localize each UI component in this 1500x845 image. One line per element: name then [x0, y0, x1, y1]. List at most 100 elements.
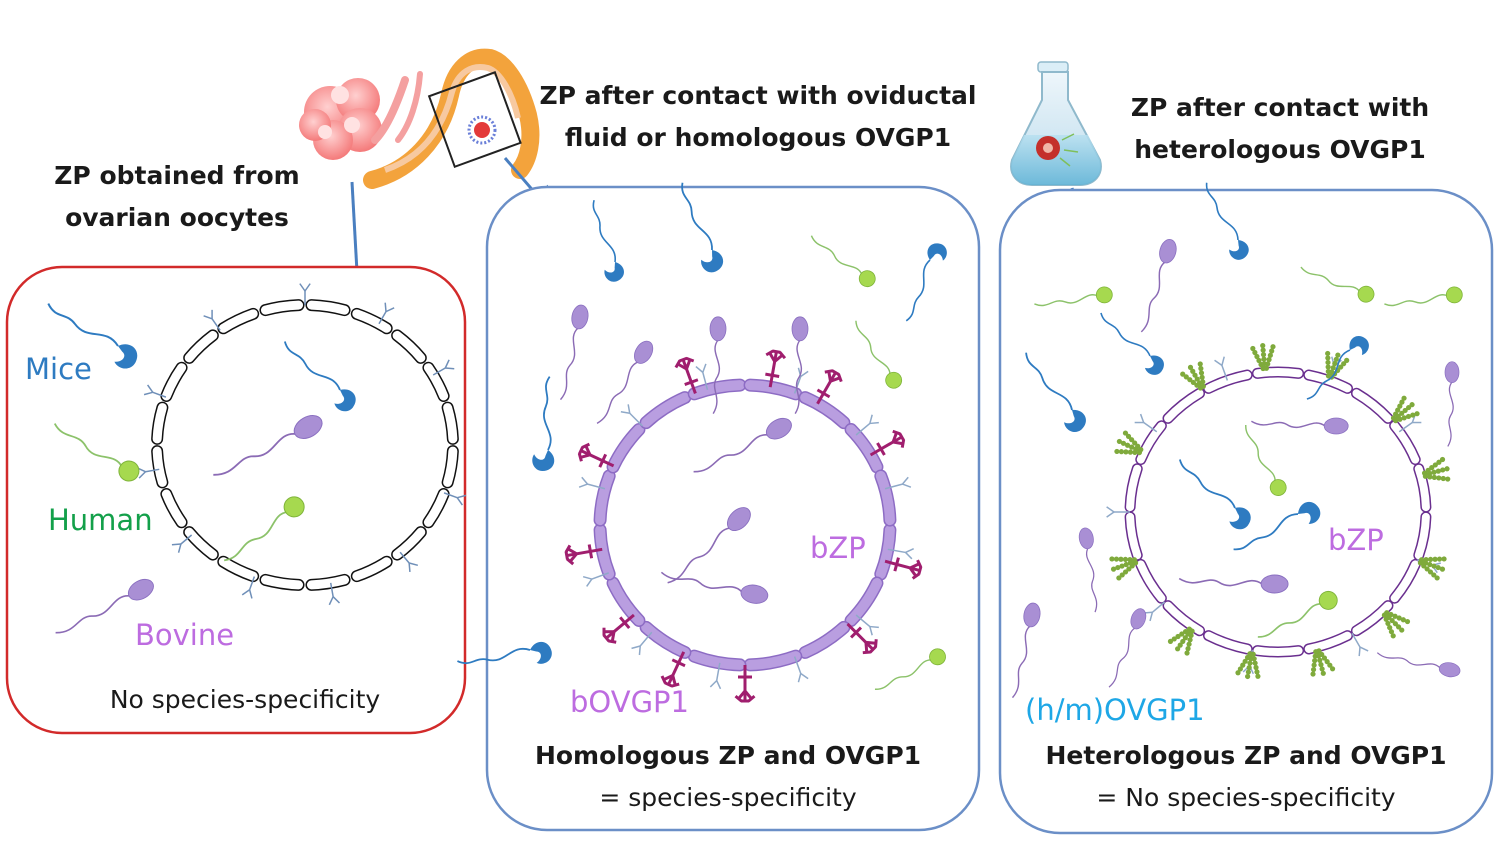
- mouse-sperm: [47, 303, 138, 369]
- zp-segment-fill: [218, 557, 258, 581]
- zp-segment-fill: [443, 403, 458, 444]
- glycan-branch: [384, 302, 387, 312]
- hmovgp1-dot: [1317, 657, 1323, 663]
- hmovgp1-dot: [1390, 633, 1396, 639]
- glycan-branch: [299, 283, 306, 292]
- zp-segment-fill: [846, 424, 882, 472]
- bovgp1-cap: [831, 369, 840, 376]
- bovgp1-cap: [824, 369, 833, 374]
- bovgp1-cap: [837, 373, 843, 383]
- hmovgp1-dot: [1265, 361, 1271, 367]
- bovine-sperm-head: [1438, 662, 1461, 678]
- zp-segment-fill: [689, 651, 745, 670]
- zp-segment-fill: [1352, 601, 1392, 635]
- bovine-sperm-tail: [1011, 625, 1031, 699]
- hmovgp1-dot: [1183, 374, 1189, 380]
- bovgp1-cap: [917, 566, 923, 575]
- glycan-branch: [582, 575, 593, 580]
- bovgp1-cap: [608, 639, 617, 644]
- bovine-sperm-tail: [1178, 577, 1263, 587]
- hmovgp1-dot: [1395, 407, 1401, 413]
- bovgp1-cap: [664, 681, 673, 688]
- zp-segment-fill: [641, 392, 690, 428]
- glycan-stem: [1351, 632, 1361, 648]
- hmovgp1-dot: [1445, 476, 1451, 482]
- hmovgp1-dot: [1180, 371, 1186, 377]
- glycan-branch: [904, 551, 913, 560]
- zp-segment-fill: [152, 403, 167, 444]
- mouse-sperm: [1205, 182, 1249, 260]
- glycan-stem: [587, 483, 606, 490]
- hmovgp1-dot: [1122, 569, 1129, 575]
- mouse-sperm-tail: [681, 182, 713, 251]
- bovgp1-branch: [685, 359, 692, 370]
- mouse-sperm-head: [334, 389, 356, 412]
- hmovgp1-dot: [1260, 352, 1267, 358]
- bovine-sperm-tail: [660, 571, 743, 593]
- glycan-stem: [1143, 421, 1158, 433]
- hmovgp1-dot: [1310, 666, 1317, 673]
- hmovgp1-dot: [1440, 475, 1446, 482]
- mouse-sperm-tail: [1100, 312, 1151, 357]
- hmovgp1-dot: [1421, 563, 1427, 569]
- hmovgp1-dot: [1313, 649, 1319, 655]
- bovgp1-cap: [765, 349, 774, 357]
- zp-segment-fill: [443, 446, 458, 487]
- hmovgp1-dot: [1252, 660, 1258, 666]
- hmovgp1-dot: [1397, 403, 1403, 409]
- glycan-stem: [1221, 365, 1229, 381]
- glycan-stem: [1151, 601, 1166, 613]
- hmovgp1-dot: [1235, 670, 1241, 676]
- zp-segment-fill: [1126, 464, 1142, 512]
- mouse-sperm: [905, 243, 947, 322]
- hmovgp1-dot: [1429, 465, 1435, 471]
- mouse-sperm-head: [1349, 336, 1369, 356]
- hmovgp1-dot: [1246, 664, 1252, 671]
- bovine-sperm-head: [765, 417, 792, 440]
- zp-segment-fill: [1390, 560, 1420, 603]
- glycan-branch: [171, 543, 181, 546]
- hmovgp1-dot: [1197, 361, 1203, 367]
- hmovgp1-dot: [1118, 449, 1124, 455]
- hmovgp1-dot: [1125, 433, 1132, 439]
- zp-segment-fill: [608, 424, 644, 472]
- label-human: Human: [48, 503, 153, 537]
- panel-homologous: [485, 185, 981, 832]
- hmovgp1-dot: [1247, 651, 1253, 657]
- mouse-sperm-head: [114, 344, 138, 369]
- glycan-branch: [869, 625, 879, 629]
- hmovgp1-dot: [1179, 631, 1185, 637]
- human-sperm-tail: [1384, 294, 1449, 307]
- hmovgp1-dot: [1113, 556, 1120, 562]
- zp-segment-fill: [595, 470, 615, 526]
- label-bzp-panel3: bZP: [1328, 523, 1384, 557]
- glycan-stem: [329, 582, 334, 597]
- bovine-sperm-head: [1130, 608, 1147, 630]
- hmovgp1-dot: [1439, 566, 1446, 572]
- glycan-stem: [702, 372, 709, 390]
- hmovgp1-dot: [1434, 575, 1440, 581]
- hmovgp1-dot: [1392, 613, 1398, 619]
- panel-ovarian: [5, 265, 467, 735]
- hmovgp1-dot: [1138, 446, 1144, 453]
- hmovgp1-dot: [1439, 456, 1446, 463]
- hmovgp1-dot: [1324, 659, 1330, 665]
- glycan-stem: [639, 631, 653, 647]
- glycan-branch: [586, 578, 593, 587]
- hmovgp1-dot: [1431, 572, 1437, 578]
- zona-pellucida-heterologous: [1106, 343, 1451, 680]
- hmovgp1-dot: [1200, 383, 1206, 389]
- hmovgp1-dot: [1330, 365, 1336, 371]
- hmovgp1-dot: [1132, 440, 1138, 446]
- hmovgp1-dot: [1182, 635, 1188, 641]
- glycan-branch: [1149, 612, 1154, 622]
- bovgp1-cap: [778, 351, 787, 360]
- glycan-stem: [145, 468, 160, 473]
- bovgp1-cap: [900, 439, 906, 448]
- hmovgp1-dot: [1427, 556, 1434, 563]
- hmovgp1-dot: [1126, 566, 1132, 572]
- hmovgp1-dot: [1254, 669, 1260, 675]
- zp-segment-fill: [423, 489, 449, 527]
- mouse-sperm: [592, 199, 624, 282]
- bovgp1-cap: [577, 453, 583, 462]
